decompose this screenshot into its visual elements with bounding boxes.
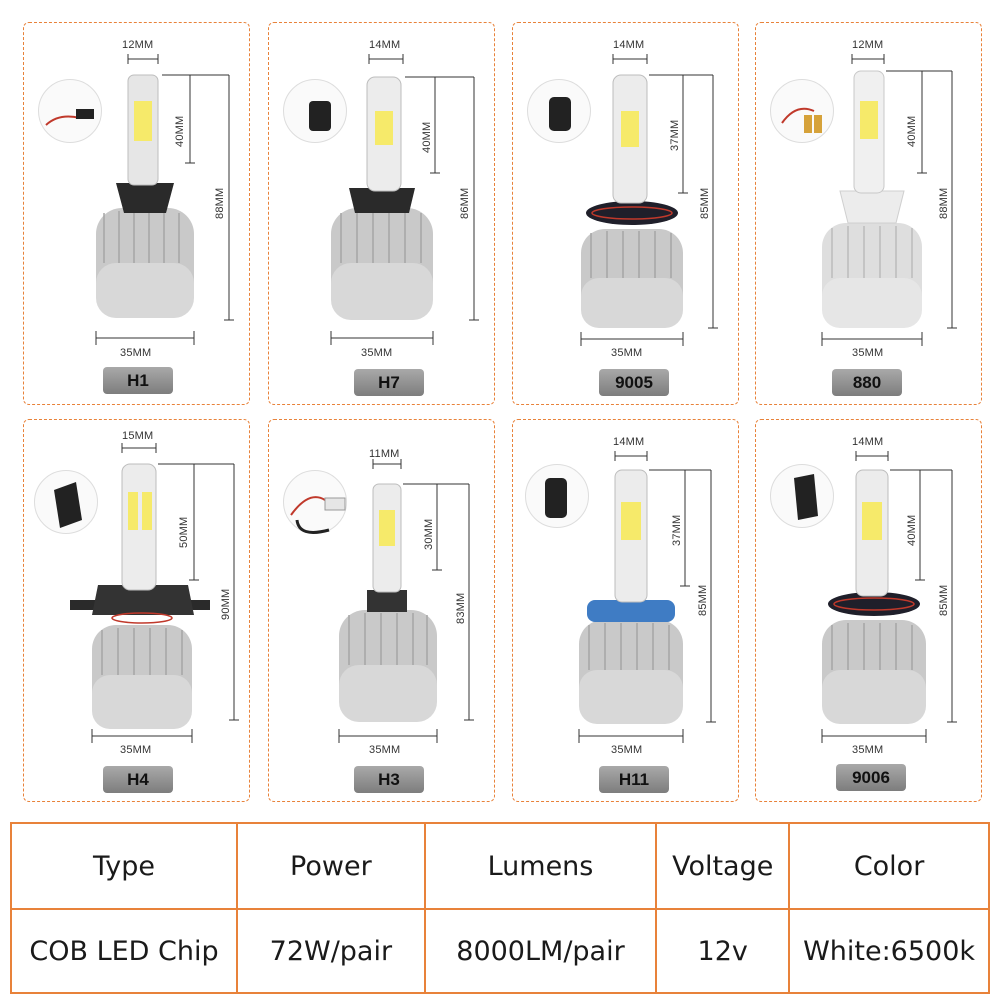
model-label: H1 [103,367,173,394]
upper-dimension: 30MM [423,518,435,550]
model-label: H3 [354,766,424,793]
bulb-illustration [290,459,474,743]
header-power: Power [236,822,426,910]
total-dimension: 90MM [220,588,232,620]
upper-dimension: 40MM [906,115,918,147]
model-label: H4 [103,766,173,793]
bulb-card-h7: 14MM 40MM 86MM 35MM H7 [268,22,495,405]
value-voltage: 12v [655,908,791,994]
base-dimension: 35MM [120,347,152,359]
width-dimension: 14MM [369,39,401,51]
model-label: 9006 [836,764,906,791]
upper-dimension: 37MM [671,514,683,546]
upper-dimension: 40MM [174,115,186,147]
width-dimension: 11MM [369,448,400,460]
total-dimension: 85MM [697,584,709,616]
total-dimension: 88MM [938,187,950,219]
bulb-illustration [309,54,479,345]
bulb-card-9006: 14MM 40MM 85MM 35MM 9006 [755,419,982,802]
header-type: Type [9,822,239,910]
spec-table: Type Power Lumens Voltage Color COB LED … [9,822,990,994]
bulb-illustration [794,451,957,743]
value-power: 72W/pair [236,908,426,994]
width-dimension: 14MM [613,39,645,51]
model-label: 9005 [599,369,669,396]
bulb-card-h1: 12MM 40MM 88MM 35MM H1 [23,22,250,405]
upper-dimension: 50MM [178,516,190,548]
bulb-illustration [54,443,239,743]
header-lumens: Lumens [423,822,658,910]
base-dimension: 35MM [611,347,643,359]
base-dimension: 35MM [611,744,643,756]
total-dimension: 86MM [459,187,471,219]
bulb-illustration [549,54,718,346]
total-dimension: 85MM [699,187,711,219]
value-type: COB LED Chip [9,908,239,994]
plug-thumbnail [770,79,834,143]
header-voltage: Voltage [655,822,791,910]
bulb-card-9005: 14MM 37MM 85MM 35MM 9005 [512,22,739,405]
base-dimension: 35MM [120,744,152,756]
bulb-card-h3: 11MM 30MM 83MM 35MM H3 [268,419,495,802]
width-dimension: 12MM [852,39,884,51]
bulb-illustration [545,451,716,743]
total-dimension: 83MM [455,592,467,624]
base-dimension: 35MM [852,744,884,756]
upper-dimension: 40MM [906,514,918,546]
value-color: White:6500k [788,908,990,994]
bulb-illustration [781,54,957,346]
width-dimension: 14MM [852,436,884,448]
base-dimension: 35MM [361,347,393,359]
total-dimension: 88MM [214,187,226,219]
bulb-card-h4: 15MM 50MM 90MM 35MM H4 [23,419,250,802]
width-dimension: 14MM [613,436,645,448]
base-dimension: 35MM [369,744,401,756]
model-label: H7 [354,369,424,396]
upper-dimension: 40MM [421,121,433,153]
value-lumens: 8000LM/pair [423,908,658,994]
model-label: H11 [599,766,669,793]
bulb-card-h11: 14MM 37MM 85MM 35MM H11 [512,419,739,802]
upper-dimension: 37MM [669,119,681,151]
width-dimension: 15MM [122,430,154,442]
spec-value-row: COB LED Chip 72W/pair 8000LM/pair 12v Wh… [9,908,990,994]
spec-header-row: Type Power Lumens Voltage Color [9,822,990,910]
model-label: 880 [832,369,902,396]
total-dimension: 85MM [938,584,950,616]
base-dimension: 35MM [852,347,884,359]
bulb-card-880: 12MM 40MM 88MM 35MM 880 [755,22,982,405]
bulb-illustration [45,54,234,345]
width-dimension: 12MM [122,39,154,51]
header-color: Color [788,822,990,910]
